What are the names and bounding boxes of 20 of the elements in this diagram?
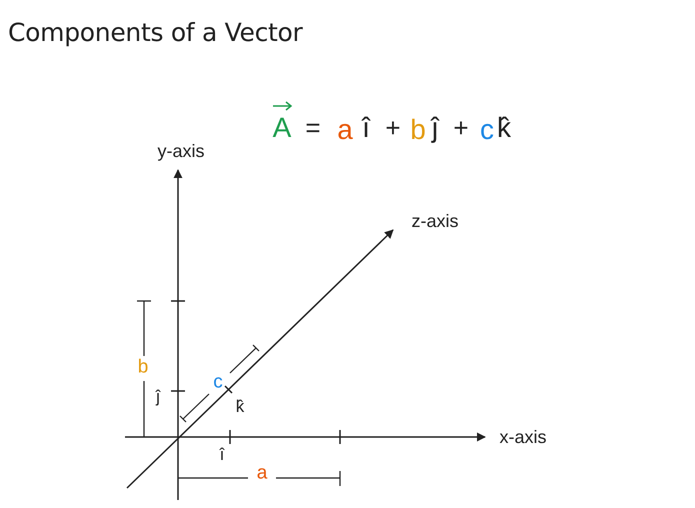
unit-vector-label: k̂	[236, 396, 244, 418]
axis-label: x-axis	[500, 427, 546, 449]
component-label: b	[138, 356, 148, 380]
vector-symbol: A	[272, 111, 292, 145]
unit-vector: ĵ	[432, 111, 438, 145]
component-label: a	[256, 462, 268, 486]
axis-label: y-axis	[158, 141, 204, 163]
coefficient: a	[337, 113, 353, 147]
unit-vector: k̂	[497, 111, 511, 145]
coefficient: c	[480, 113, 494, 147]
unit-vector-label: ĵ	[156, 386, 160, 408]
plus-sign: +	[453, 112, 469, 144]
title: Components of a Vector	[8, 18, 302, 47]
unit-vector: î	[362, 111, 370, 145]
plus-sign: +	[385, 112, 401, 144]
axis-label: z-axis	[412, 211, 458, 233]
coefficient: b	[410, 113, 426, 147]
unit-vector-label: î	[220, 444, 224, 466]
equals-sign: =	[305, 112, 321, 144]
component-label: c	[213, 372, 223, 394]
